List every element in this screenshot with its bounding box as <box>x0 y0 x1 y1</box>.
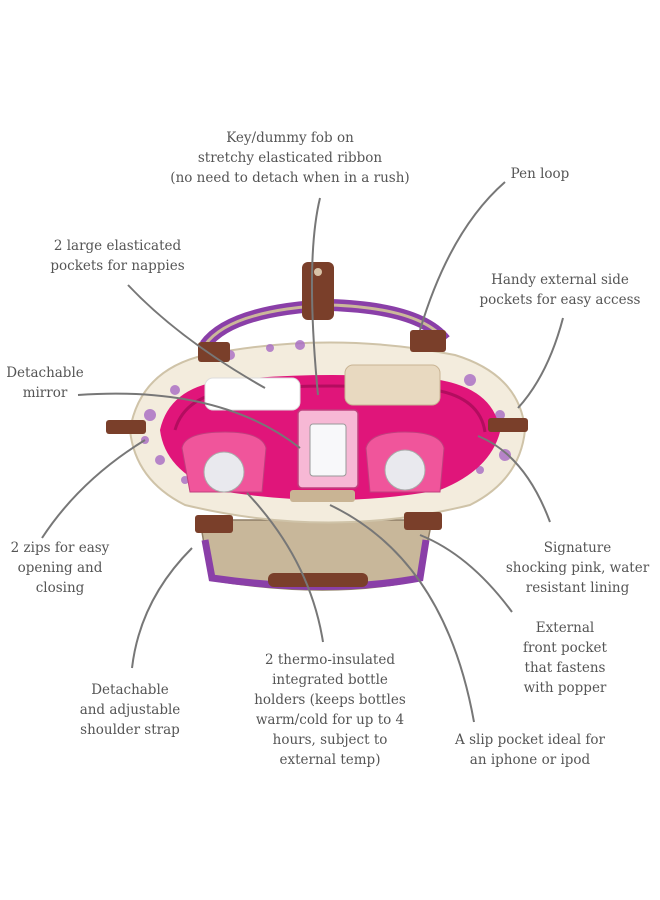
label-strap: Detachable and adjustable shoulder strap <box>79 682 181 738</box>
key-fob-popper <box>314 268 322 276</box>
bottle-left <box>203 451 245 493</box>
label-key-fob: Key/dummy fob on stretchy elasticated ri… <box>170 130 410 186</box>
leader-front-pocket <box>419 534 513 613</box>
label-bottle-holders: 2 thermo-insulated integrated bottle hol… <box>254 652 406 768</box>
leader-pen-loop <box>419 181 506 331</box>
leader-mirror <box>77 392 301 449</box>
leader-zips <box>41 439 146 539</box>
label-pen-loop: Pen loop <box>510 166 570 182</box>
pink-lining-shade <box>173 384 487 433</box>
leather-tab-side-right <box>488 418 528 432</box>
label-slip-pocket: A slip pocket ideal for an iphone or ipo… <box>455 732 605 768</box>
leader-lines <box>41 181 564 723</box>
label-mirror: Detachable mirror <box>6 365 84 401</box>
bottom-handle <box>268 573 368 587</box>
leader-key-fob <box>310 197 321 396</box>
leader-lining <box>477 435 551 523</box>
leader-slip-pocket <box>329 504 475 723</box>
phone-slip-pocket <box>290 490 355 502</box>
label-lining: Signature shocking pink, water resistant… <box>505 540 650 596</box>
leather-tab-front-left <box>195 515 233 533</box>
leader-strap <box>131 547 193 669</box>
leader-nappy-pockets <box>127 284 266 389</box>
wipes-pack <box>344 364 441 406</box>
label-front-pocket: External front pocket that fastens with … <box>523 620 607 696</box>
leather-tab-right <box>410 330 446 352</box>
leather-tab-left <box>198 342 230 362</box>
label-side-pockets: Handy external side pockets for easy acc… <box>479 272 641 308</box>
key-fob-tab <box>302 262 334 320</box>
leather-tab-front-right <box>404 512 442 530</box>
leather-tab-side-left <box>106 420 146 434</box>
nappy-bundle <box>204 377 301 411</box>
label-nappy-pockets: 2 large elasticated pockets for nappies <box>50 238 185 274</box>
leader-bottle-holders <box>246 492 324 643</box>
bottle-right <box>384 449 426 491</box>
mirror-glass <box>309 423 347 477</box>
leader-side-pockets <box>517 317 564 409</box>
label-zips: 2 zips for easy opening and closing <box>10 540 110 596</box>
